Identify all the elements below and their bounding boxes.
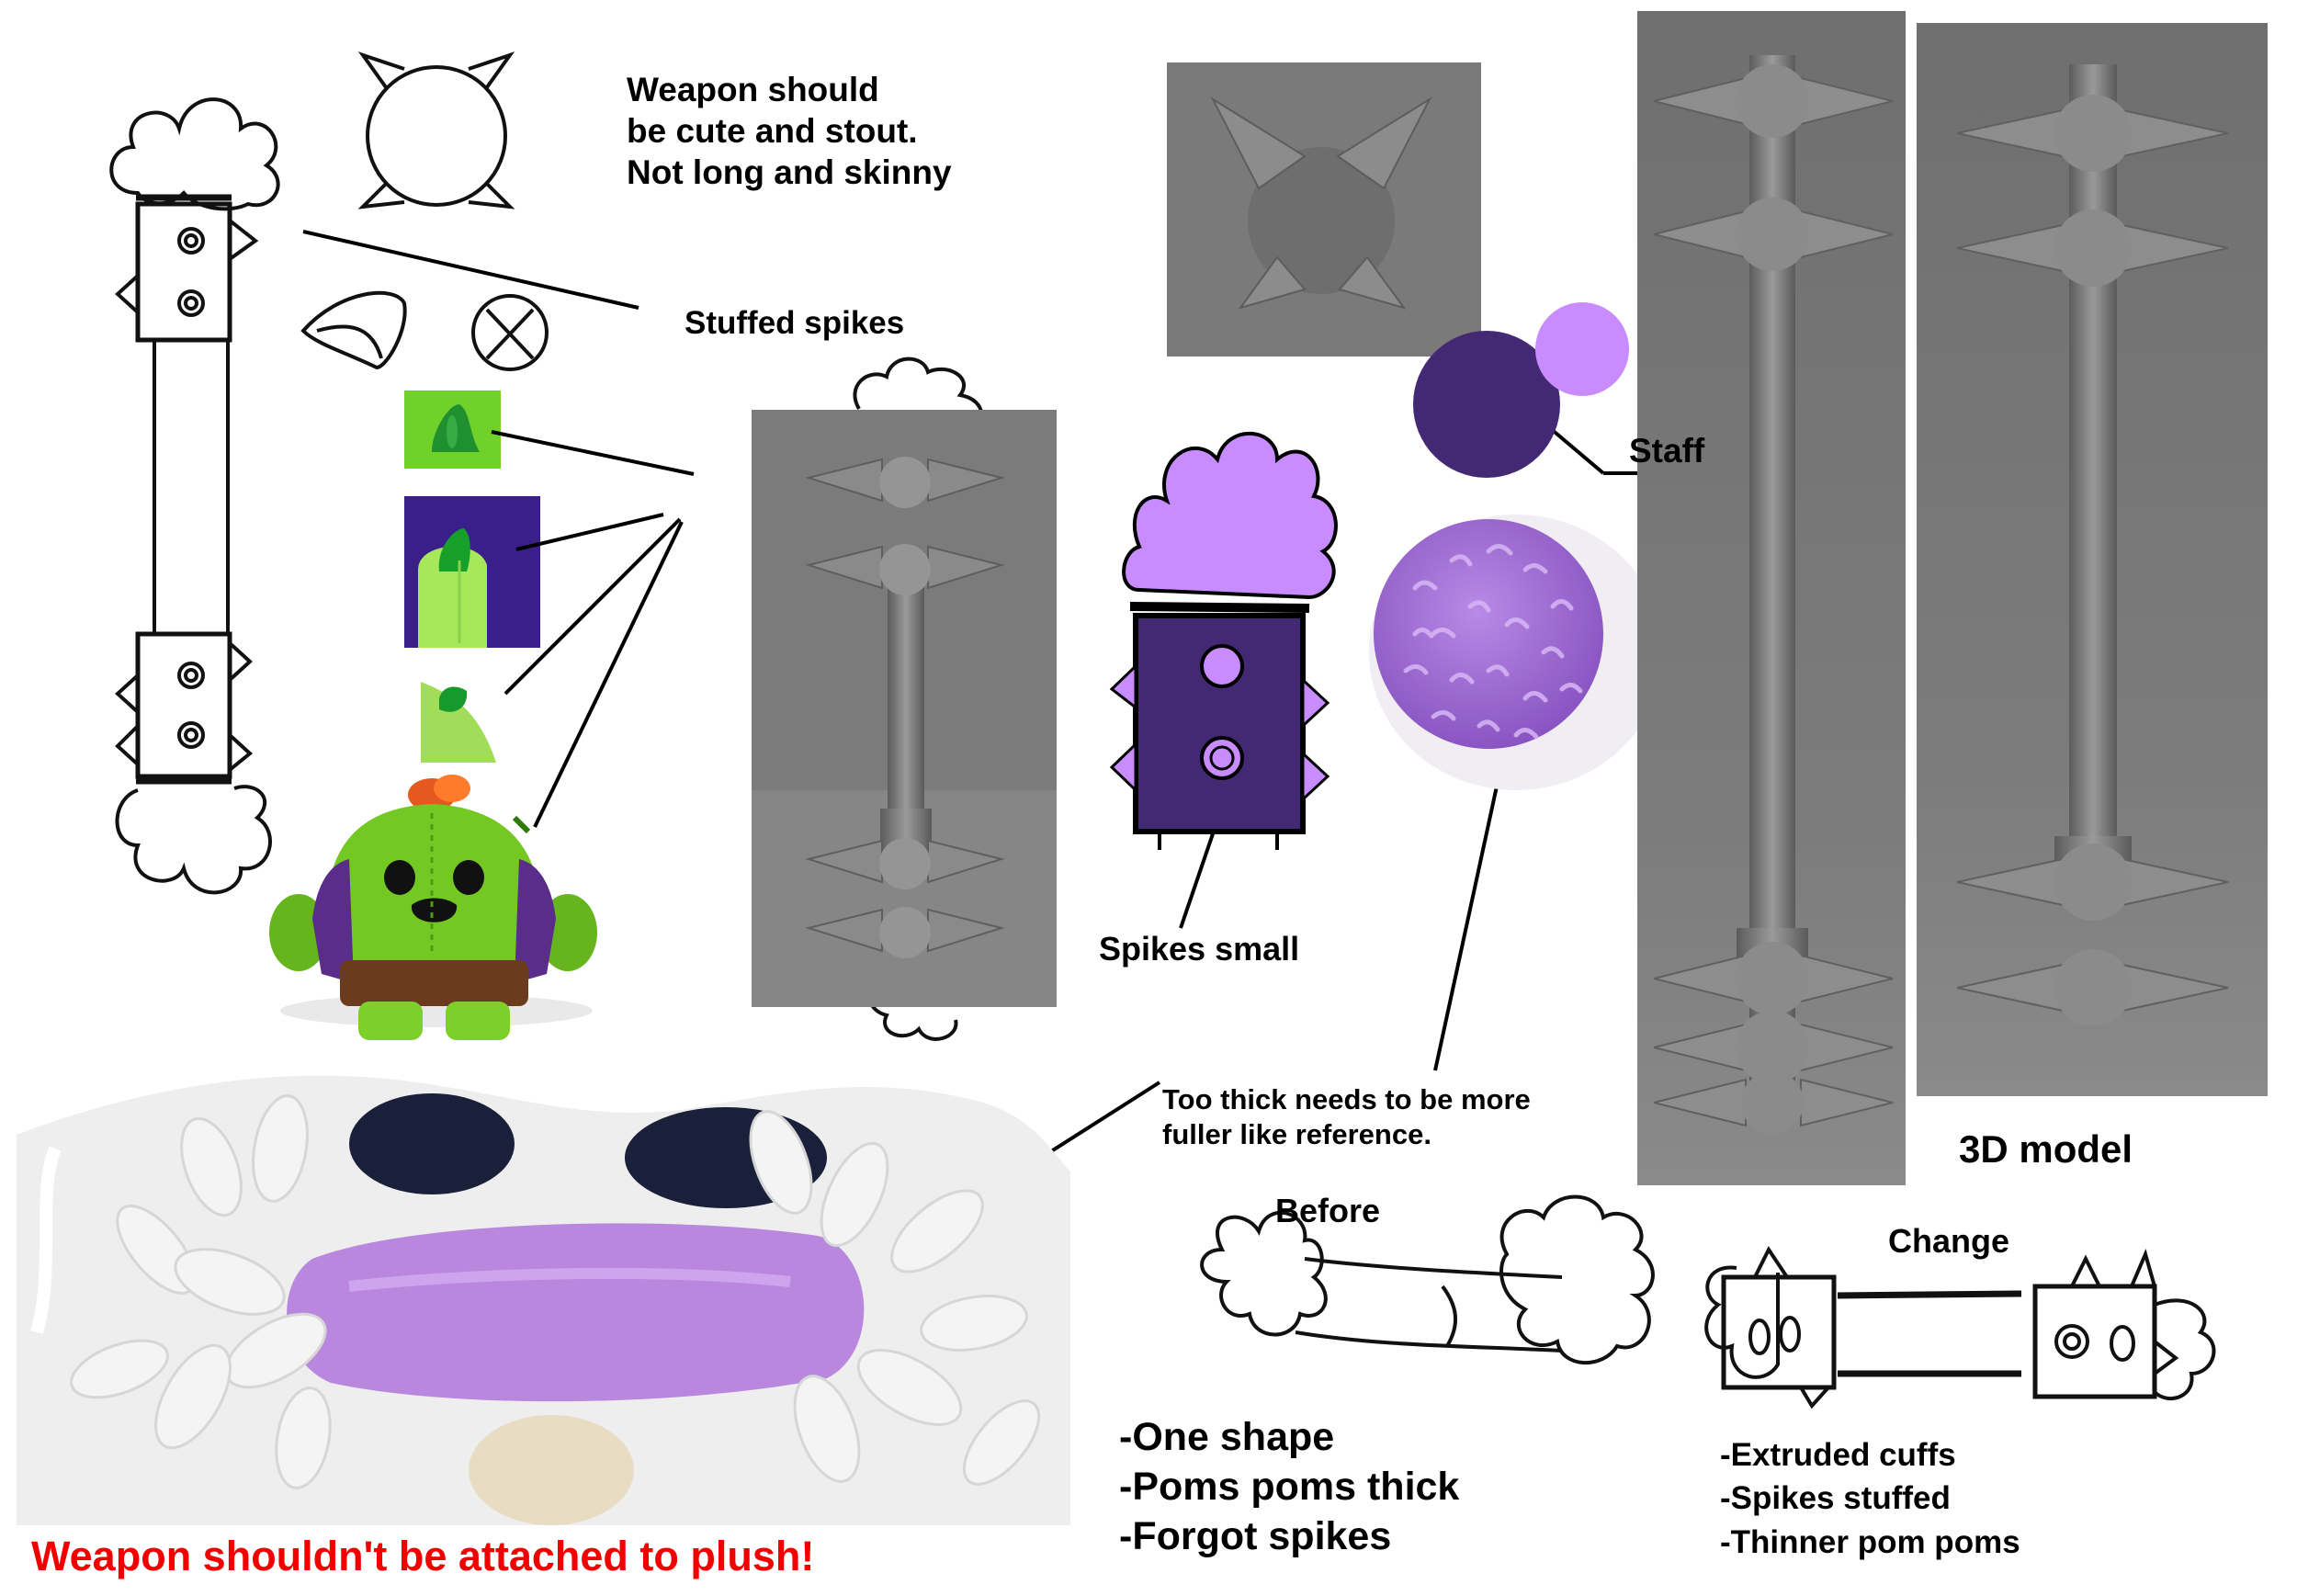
photo-side-spike [421, 682, 496, 763]
warning-note: Weapon shouldn't be attached to plush! [31, 1533, 815, 1579]
swatch-light-purple [1535, 302, 1629, 396]
sketch-before [1200, 1194, 1655, 1365]
sketch-staff [109, 97, 280, 895]
note-too-thick: Too thick needs to be more fuller like r… [1162, 1083, 1531, 1150]
sketch-bottom-cuff [135, 631, 232, 779]
note-weapon-cute: Weapon should be cute and stout. Not lon… [627, 71, 952, 192]
sketch-top-cuff [135, 201, 232, 343]
note-3d-model: 3D model [1959, 1127, 2133, 1171]
note-stuffed-spikes: Stuffed spikes [685, 305, 905, 341]
sketch-spike-details [300, 290, 549, 371]
staff-color-swatches [1413, 302, 1629, 478]
note-before: Before [1275, 1192, 1381, 1229]
render-top-view [1167, 62, 1481, 357]
note-spikes-small: Spikes small [1099, 930, 1300, 968]
sketch-top-view [357, 51, 515, 209]
purple-staff-concept [1109, 431, 1338, 850]
sketch-rod [153, 338, 230, 636]
note-before-list: -One shape -Poms poms thick -Forgot spik… [1119, 1415, 1460, 1558]
pompom-photo [1369, 515, 1663, 790]
cactus-plush-photo [269, 775, 597, 1040]
sketch-top-pom [109, 97, 280, 211]
note-staff: Staff [1629, 432, 1705, 470]
photo-purple-spike [404, 496, 540, 648]
swatch-dark-purple [1413, 331, 1560, 478]
photo-green-spike [404, 391, 501, 469]
sketch-bottom-pom [115, 785, 272, 895]
render-tall-right [1917, 23, 2268, 1096]
plush-weapon-photo [17, 1075, 1070, 1525]
render-center [752, 410, 1057, 1007]
note-change-list: -Extruded cuffs -Spikes stuffed -Thinner… [1720, 1437, 2020, 1560]
note-change: Change [1888, 1222, 2010, 1260]
render-tall-left [1637, 11, 1906, 1185]
sketch-change [1704, 1246, 2216, 1409]
